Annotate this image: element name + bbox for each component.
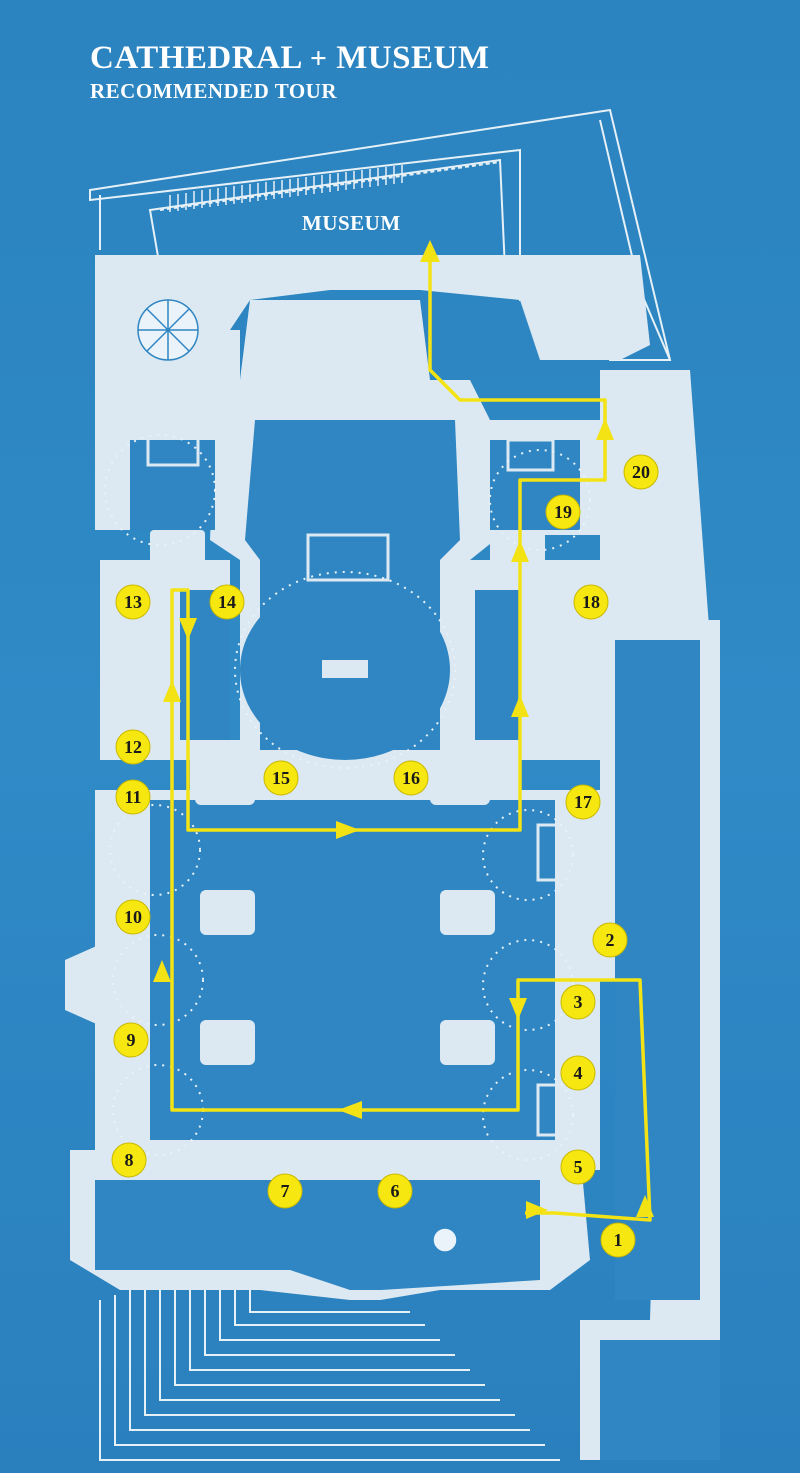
stop-2-label: 2	[606, 930, 615, 950]
stop-1[interactable]: 1	[600, 1222, 636, 1258]
stop-8-label: 8	[125, 1150, 134, 1170]
museum-stairs	[169, 165, 403, 212]
stop-7[interactable]: 7	[267, 1173, 303, 1209]
route-arrows	[153, 240, 654, 1219]
stop-3-label: 3	[574, 992, 583, 1012]
stop-4[interactable]: 4	[560, 1055, 596, 1091]
stop-14-label: 14	[218, 592, 236, 612]
map-title-main: CATHEDRAL + MUSEUM	[90, 40, 490, 77]
stop-15-label: 15	[272, 768, 290, 788]
stop-14[interactable]: 14	[209, 584, 245, 620]
stop-18[interactable]: 18	[573, 584, 609, 620]
stop-17[interactable]: 17	[565, 784, 601, 820]
stop-12-label: 12	[124, 737, 142, 757]
stop-5-label: 5	[574, 1157, 583, 1177]
stop-18-label: 18	[582, 592, 600, 612]
stop-16[interactable]: 16	[393, 760, 429, 796]
stop-2[interactable]: 2	[592, 922, 628, 958]
chapels	[110, 428, 586, 1137]
stop-8[interactable]: 8	[111, 1142, 147, 1178]
spiral-staircase	[137, 299, 458, 1253]
stop-6-label: 6	[391, 1181, 400, 1201]
stop-7-label: 7	[281, 1181, 290, 1201]
title-cathedral: CATHEDRAL	[90, 40, 302, 76]
stop-5[interactable]: 5	[560, 1149, 596, 1185]
stop-9[interactable]: 9	[113, 1022, 149, 1058]
stop-19-label: 19	[554, 502, 572, 522]
stop-11-label: 11	[124, 787, 141, 807]
stop-17-label: 17	[574, 792, 592, 812]
map-subtitle: RECOMMENDED TOUR	[90, 79, 337, 103]
stop-11[interactable]: 11	[115, 779, 151, 815]
pillars	[150, 530, 545, 1065]
stop-13-label: 13	[124, 592, 142, 612]
stop-9-label: 9	[127, 1030, 136, 1050]
stop-6[interactable]: 6	[377, 1173, 413, 1209]
stop-20[interactable]: 20	[623, 454, 659, 490]
entrance-steps	[99, 1290, 560, 1461]
stop-12[interactable]: 12	[115, 729, 151, 765]
map-title: CATHEDRAL + MUSEUM RECOMMENDED TOUR	[90, 40, 490, 103]
title-museum: MUSEUM	[336, 40, 490, 76]
tour-route	[170, 250, 652, 1222]
stop-10-label: 10	[124, 907, 142, 927]
stop-1-label: 1	[614, 1230, 623, 1250]
stop-3[interactable]: 3	[560, 984, 596, 1020]
stop-4-label: 4	[574, 1063, 583, 1083]
stop-15[interactable]: 15	[263, 760, 299, 796]
altar	[322, 660, 368, 678]
museum-label: MUSEUM	[302, 211, 401, 235]
stop-13[interactable]: 13	[115, 584, 151, 620]
stop-16-label: 16	[402, 768, 420, 788]
title-plus: +	[309, 42, 328, 75]
stop-19[interactable]: 19	[545, 494, 581, 530]
interior-spaces	[95, 420, 720, 1460]
stop-20-label: 20	[632, 462, 650, 482]
stop-10[interactable]: 10	[115, 899, 151, 935]
